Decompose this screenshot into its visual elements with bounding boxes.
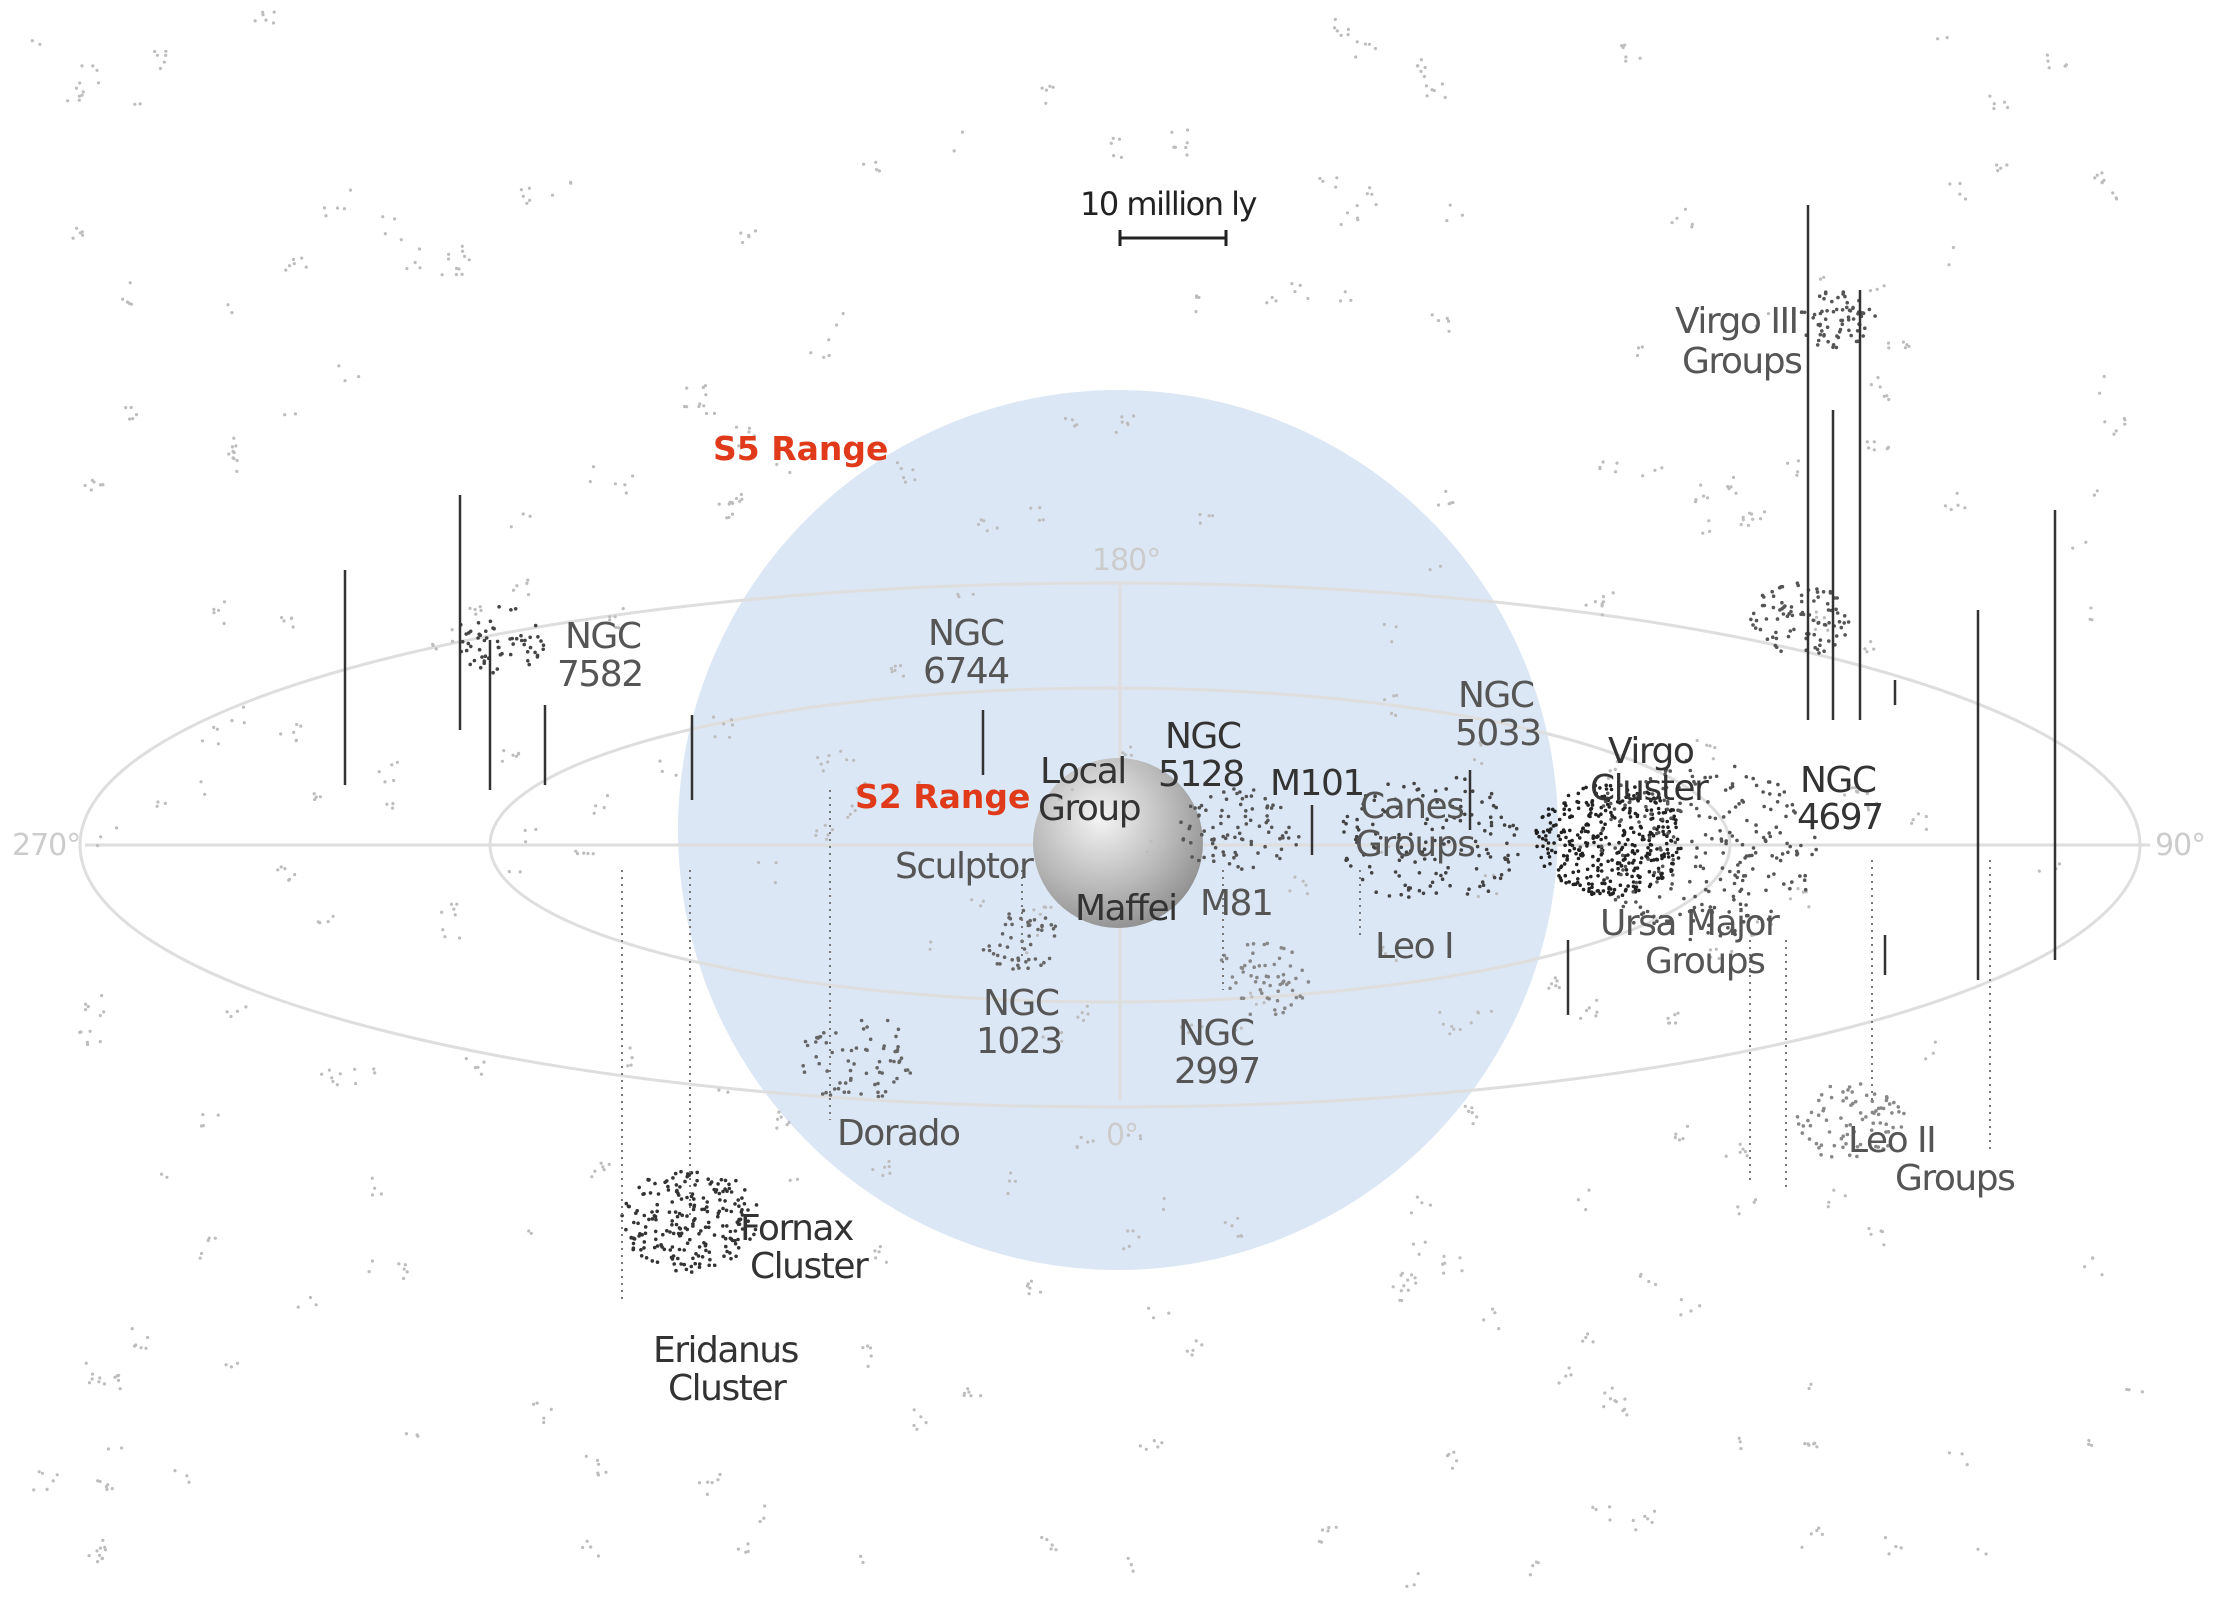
m101-label: M101 [1270, 763, 1364, 804]
degree-0-label: 0° [1106, 1118, 1138, 1153]
dorado-label: Dorado [837, 1113, 960, 1154]
sculptor-label: Sculptor [895, 846, 1034, 887]
scale-bar [1118, 230, 1228, 246]
degree-270-label: 270° [12, 828, 80, 863]
m81-label: M81 [1200, 883, 1272, 924]
scale-bar-label: 10 million ly [1080, 185, 1257, 223]
s2-range-label: S2 Range [855, 777, 1030, 816]
degree-90-label: 90° [2155, 828, 2205, 863]
s2-range-sphere [1033, 758, 1203, 928]
s5-range-label: S5 Range [713, 429, 888, 468]
maffei-label: Maffei [1075, 888, 1177, 929]
galaxy-dotted-lines [621, 790, 1991, 1300]
leo-i-label: Leo I [1375, 926, 1453, 967]
galaxy-points [30, 10, 2144, 1588]
galaxy-drop-lines [343, 205, 2057, 1015]
degree-180-label: 180° [1092, 543, 1160, 578]
